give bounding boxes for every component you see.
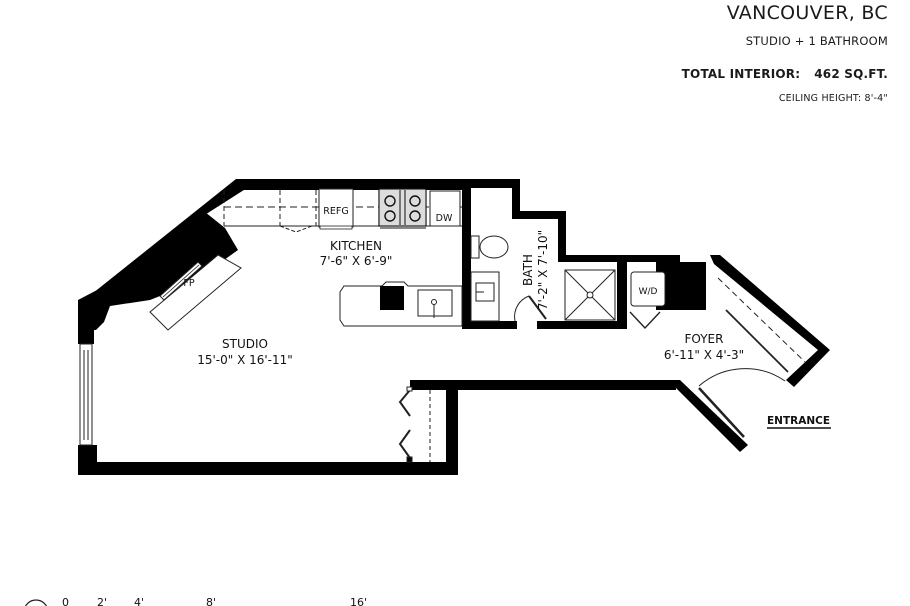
bathroom-vanity [470,271,500,322]
window-west [79,343,93,446]
unit-type: STUDIO + 1 BATHROOM [745,34,888,48]
refrigerator: REFG [318,188,354,230]
scale-tick-0: 0 [62,596,69,606]
wall-wd-left [617,262,627,329]
wall-bottom-studio [78,462,458,475]
wall-foyer-ne [710,255,830,387]
room-name-bath: BATH [521,254,535,286]
room-name-foyer: FOYER [685,332,724,346]
total-interior-label: TOTAL INTERIOR: [681,67,801,81]
wall-kitchen-bath [462,179,471,327]
washer-dryer-label: W/D [639,287,658,297]
washer-dryer: W/D [629,271,666,330]
fireplace-label: FP [183,278,194,289]
room-dimensions-bath: 7'-2" X 7'-10" [536,230,550,310]
wall-studio-right [446,380,458,475]
wall-fireplace-mass [78,212,238,330]
wall-bath-top [462,179,680,262]
scale-tick-8: 8' [206,596,216,606]
scale-tick-4: 4' [134,596,144,606]
cooktop-block-icon [380,286,404,310]
dishwasher-label: DW [436,213,453,224]
walls [78,179,830,475]
ceiling-height: CEILING HEIGHT: 8'-4" [778,93,888,104]
room-name-studio: STUDIO [222,337,268,351]
foyer-closet [717,277,806,373]
location-title: VANCOUVER, BC [726,2,888,24]
total-interior-value: 462 SQ.FT. [814,67,888,81]
wall-diagonal-se [668,380,748,452]
scale-bar: 0 2' 4' 8' 16' [24,596,367,606]
bath-door [514,295,547,322]
closet [398,386,431,463]
entrance-door [698,368,786,438]
wall-top-kitchen [236,179,466,190]
shower [564,269,616,321]
total-interior: TOTAL INTERIOR: 462 SQ.FT. [682,67,888,81]
wall-bath-bottom [462,321,517,329]
range-stove-icon [378,188,427,229]
north-arrow-icon [24,599,48,606]
toilet [470,235,509,259]
wall-west-upper [78,300,94,344]
bath-label-group: BATH 7'-2" X 7'-10" [521,230,550,310]
wall-corridor-bottom [410,380,676,390]
room-name-kitchen: KITCHEN [330,239,382,253]
kitchen-island [339,281,463,327]
room-dimensions-foyer: 6'-11" X 4'-3" [664,348,744,362]
scale-tick-2: 2' [97,596,107,606]
entrance-label: ENTRANCE [767,415,830,427]
room-dimensions-studio: 15'-0" X 16'-11" [197,353,293,367]
refrigerator-label: REFG [323,206,348,217]
dishwasher: DW [429,190,461,227]
wall-shower-bottom [537,321,617,329]
fireplace: FP [149,254,242,331]
scale-tick-16: 16' [350,596,367,606]
room-dimensions-kitchen: 7'-6" X 6'-9" [320,254,393,268]
